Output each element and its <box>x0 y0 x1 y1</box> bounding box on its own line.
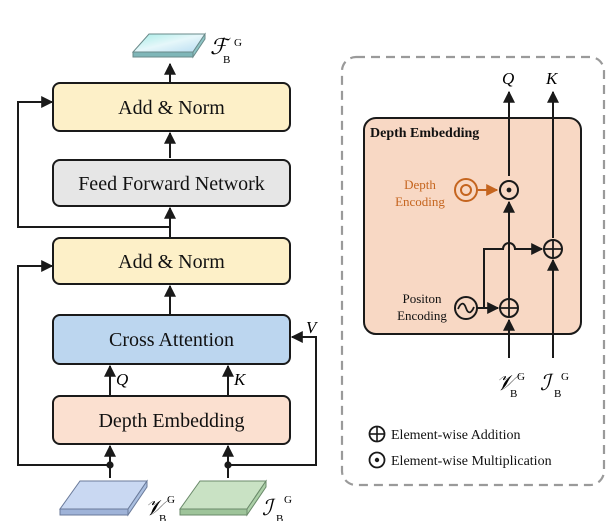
add-norm-mid-block: Add & Norm <box>52 237 291 285</box>
add-operator-icon-right <box>543 239 563 259</box>
add-norm-top-label: Add & Norm <box>118 97 225 119</box>
positional-branch-line <box>483 242 544 308</box>
k-arrow-label: K <box>233 370 247 389</box>
legend-addition: Element-wise Addition <box>368 425 520 443</box>
svg-text:ℐ: ℐ <box>540 370 554 395</box>
input-i-sub-label: B <box>276 513 283 521</box>
depth-encoding-label-2: Encoding <box>395 194 445 209</box>
cross-attention-label: Cross Attention <box>109 329 234 351</box>
multiply-operator-icon <box>499 180 519 200</box>
input-i-feature-map: ℐ B G <box>179 479 292 521</box>
v-arrow-label: V <box>306 318 319 337</box>
depth-encoding-label-1: Depth <box>404 177 436 192</box>
input-i-main-label: ℐ <box>262 495 276 520</box>
depth-embedding-label: Depth Embedding <box>98 410 244 432</box>
detail-dashed-border <box>340 55 606 487</box>
add-norm-mid-label: Add & Norm <box>118 251 225 273</box>
position-encoding-label-1: Positon <box>402 291 442 306</box>
detail-title: Depth Embedding <box>370 126 479 141</box>
position-encoding-label-2: Encoding <box>397 308 447 323</box>
output-sup-label: G <box>234 37 242 49</box>
input-i-sup-label: G <box>284 494 292 506</box>
detail-input-i-label: ℐ B G <box>540 370 569 400</box>
svg-text:B: B <box>554 388 561 400</box>
legend-multiplication-label: Element-wise Multiplication <box>391 454 552 469</box>
junction-dot-v <box>106 461 114 469</box>
output-feature-map: ℱ B G <box>131 32 242 66</box>
depth-encoding-icon <box>454 178 478 202</box>
cross-attention-block: Cross Attention <box>52 314 291 365</box>
residual-connection-top <box>17 96 170 228</box>
input-v-sub-label: B <box>159 513 166 521</box>
legend-addition-label: Element-wise Addition <box>391 428 520 443</box>
value-input-line <box>228 331 317 466</box>
input-v-feature-map: 𝒱 B G <box>59 479 175 521</box>
q-output-label: Q <box>502 69 514 88</box>
legend-multiply-icon <box>368 451 386 469</box>
input-v-sup-label: G <box>167 494 175 506</box>
output-main-label: ℱ <box>210 34 231 59</box>
svg-text:B: B <box>510 388 517 400</box>
positional-encoding-icon <box>454 296 478 320</box>
q-arrow-label: Q <box>116 370 128 389</box>
ffn-label: Feed Forward Network <box>78 173 265 195</box>
legend-multiplication: Element-wise Multiplication <box>368 451 552 469</box>
svg-text:G: G <box>561 371 569 383</box>
add-norm-top-block: Add & Norm <box>52 82 291 132</box>
junction-dot-i <box>224 461 232 469</box>
residual-connection-mid <box>17 260 110 466</box>
output-sub-label: B <box>223 54 230 66</box>
svg-text:G: G <box>517 371 525 383</box>
add-operator-icon-bottom <box>499 298 519 318</box>
k-output-label: K <box>545 69 559 88</box>
depth-embedding-block: Depth Embedding <box>52 395 291 445</box>
ffn-block: Feed Forward Network <box>52 159 291 207</box>
legend-add-icon <box>368 425 386 443</box>
depth-embedding-detail-panel <box>363 117 582 335</box>
detail-input-v-label: 𝒱 B G <box>496 370 525 400</box>
